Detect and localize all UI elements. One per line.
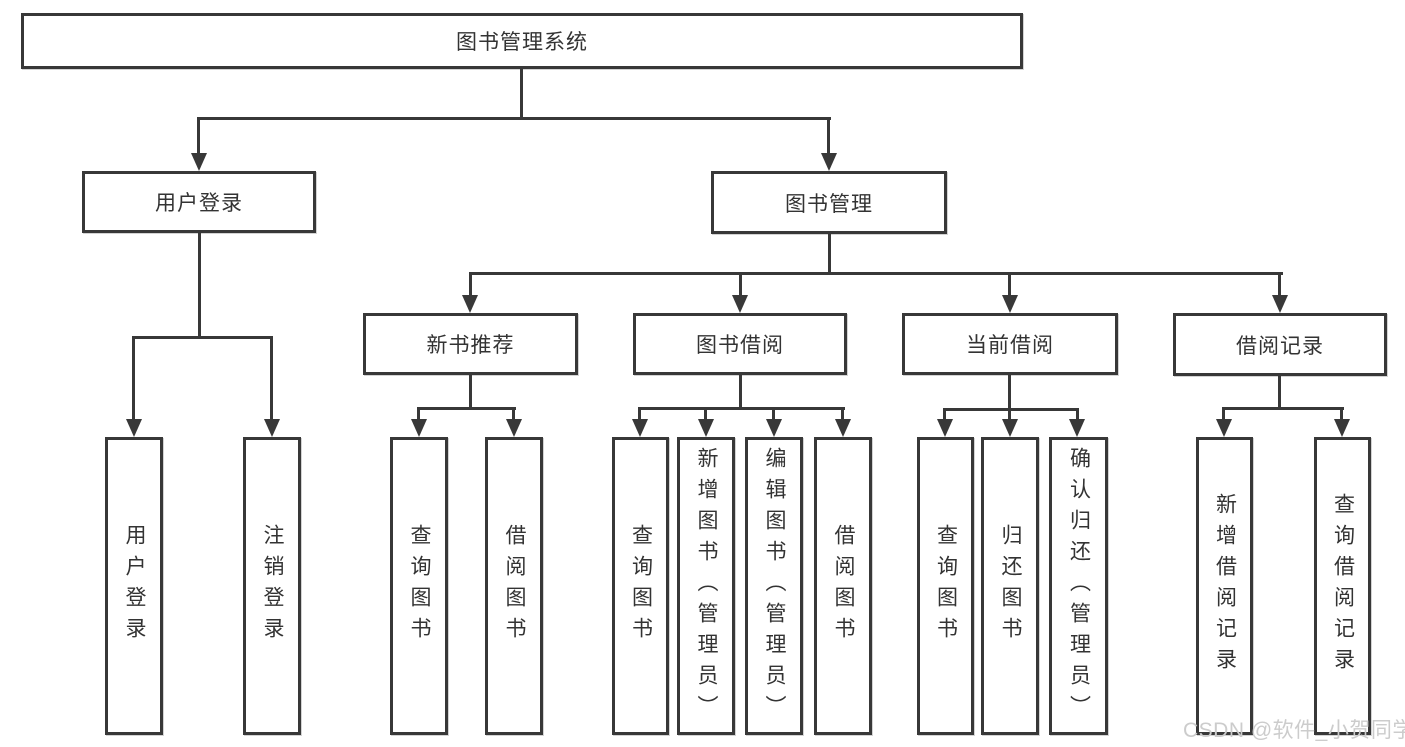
connector-borrowing-bar (638, 407, 845, 410)
leaf-borrowing-borrow-books: 借阅图书 (814, 437, 872, 735)
arrowhead-down-icon (1002, 419, 1018, 437)
node-root: 图书管理系统 (21, 13, 1023, 69)
connector-recommend-drop-1 (417, 407, 420, 419)
connector-current-drop-3 (1076, 408, 1079, 419)
arrowhead-down-icon (732, 295, 748, 313)
node-borrow-records-label: 借阅记录 (1236, 334, 1324, 358)
arrowhead-down-icon (835, 419, 851, 437)
arrowhead-down-icon (1216, 419, 1232, 437)
arrowhead-down-icon (1334, 419, 1350, 437)
csdn-watermark: CSDN @软件_小贺同学 (1183, 719, 1405, 742)
arrowhead-down-icon (264, 419, 280, 437)
leaf-add-books-admin-label: 新增图书（管理员） (695, 446, 719, 726)
connector-root-drop-left (197, 117, 200, 153)
node-book-borrowing: 图书借阅 (633, 313, 847, 375)
arrowhead-down-icon (506, 419, 522, 437)
connector-borrowing-drop-4 (841, 407, 844, 419)
connector-records-stem (1278, 376, 1281, 407)
leaf-user-login: 用户登录 (105, 437, 163, 735)
leaf-recommend-query-books: 查询图书 (390, 437, 448, 735)
node-book-management: 图书管理 (711, 171, 947, 234)
connector-current-stem (1008, 375, 1011, 408)
leaf-confirm-return-admin: 确认归还（管理员） (1049, 437, 1108, 735)
connector-root-bar (197, 117, 831, 120)
leaf-borrowing-query-books-label: 查询图书 (629, 524, 653, 648)
node-root-label: 图书管理系统 (456, 31, 588, 54)
connector-recommend-bar (417, 407, 516, 410)
node-user-login-label: 用户登录 (155, 192, 243, 215)
connector-root-stem (520, 69, 523, 117)
leaf-current-query-books-label: 查询图书 (934, 524, 958, 648)
arrowhead-down-icon (1069, 419, 1085, 437)
connector-root-drop-right (827, 117, 830, 153)
leaf-logout: 注销登录 (243, 437, 301, 735)
node-book-management-label: 图书管理 (785, 192, 873, 216)
connector-mgmt-drop-2 (739, 272, 742, 295)
leaf-current-query-books: 查询图书 (917, 437, 974, 735)
connector-current-bar (943, 408, 1079, 411)
leaf-edit-books-admin: 编辑图书（管理员） (745, 437, 803, 735)
connector-recommend-drop-2 (512, 407, 515, 419)
arrowhead-down-icon (1272, 295, 1288, 313)
leaf-user-login-label: 用户登录 (123, 524, 147, 648)
connector-borrowing-drop-1 (638, 407, 641, 419)
node-borrow-records: 借阅记录 (1173, 313, 1387, 376)
node-book-borrowing-label: 图书借阅 (696, 334, 784, 357)
connector-mgmt-drop-3 (1008, 272, 1011, 295)
node-new-book-recommend: 新书推荐 (363, 313, 578, 375)
node-user-login: 用户登录 (82, 171, 316, 233)
arrowhead-down-icon (191, 153, 207, 171)
leaf-add-books-admin: 新增图书（管理员） (677, 437, 735, 735)
connector-mgmt-bar (469, 272, 1283, 275)
arrowhead-down-icon (411, 419, 427, 437)
arrowhead-down-icon (821, 153, 837, 171)
arrowhead-down-icon (632, 419, 648, 437)
connector-records-drop-2 (1340, 407, 1343, 419)
leaf-logout-label: 注销登录 (261, 524, 285, 648)
connector-mgmt-drop-1 (469, 272, 472, 295)
connector-borrowing-drop-2 (704, 407, 707, 419)
connector-records-drop-1 (1222, 407, 1225, 419)
leaf-add-borrow-record: 新增借阅记录 (1196, 437, 1253, 735)
connector-login-drop-1 (132, 336, 135, 419)
node-current-borrowing: 当前借阅 (902, 313, 1118, 375)
arrowhead-down-icon (766, 419, 782, 437)
connector-borrowing-stem (739, 375, 742, 407)
connector-recommend-stem (469, 375, 472, 407)
arrowhead-down-icon (126, 419, 142, 437)
arrowhead-down-icon (462, 295, 478, 313)
arrowhead-down-icon (698, 419, 714, 437)
leaf-confirm-return-admin-label: 确认归还（管理员） (1067, 446, 1091, 726)
connector-mgmt-drop-4 (1278, 272, 1281, 295)
connector-borrowing-drop-3 (772, 407, 775, 419)
connector-current-drop-2 (1008, 408, 1011, 419)
connector-login-stem (198, 233, 201, 336)
leaf-edit-books-admin-label: 编辑图书（管理员） (763, 446, 787, 726)
arrowhead-down-icon (937, 419, 953, 437)
leaf-return-books-label: 归还图书 (999, 524, 1023, 648)
connector-login-bar (132, 336, 273, 339)
leaf-return-books: 归还图书 (981, 437, 1039, 735)
leaf-add-borrow-record-label: 新增借阅记录 (1213, 493, 1237, 679)
node-current-borrowing-label: 当前借阅 (966, 334, 1054, 357)
node-new-book-recommend-label: 新书推荐 (426, 334, 515, 357)
connector-mgmt-stem (828, 234, 831, 272)
leaf-borrowing-borrow-books-label: 借阅图书 (832, 524, 856, 648)
leaf-query-borrow-record-label: 查询借阅记录 (1331, 493, 1355, 679)
connector-current-drop-1 (943, 408, 946, 419)
leaf-recommend-borrow-books-label: 借阅图书 (503, 524, 527, 648)
leaf-recommend-query-books-label: 查询图书 (408, 524, 432, 648)
arrowhead-down-icon (1002, 295, 1018, 313)
leaf-query-borrow-record: 查询借阅记录 (1314, 437, 1371, 735)
leaf-borrowing-query-books: 查询图书 (612, 437, 669, 735)
connector-records-bar (1222, 407, 1344, 410)
leaf-recommend-borrow-books: 借阅图书 (485, 437, 543, 735)
connector-login-drop-2 (270, 336, 273, 419)
